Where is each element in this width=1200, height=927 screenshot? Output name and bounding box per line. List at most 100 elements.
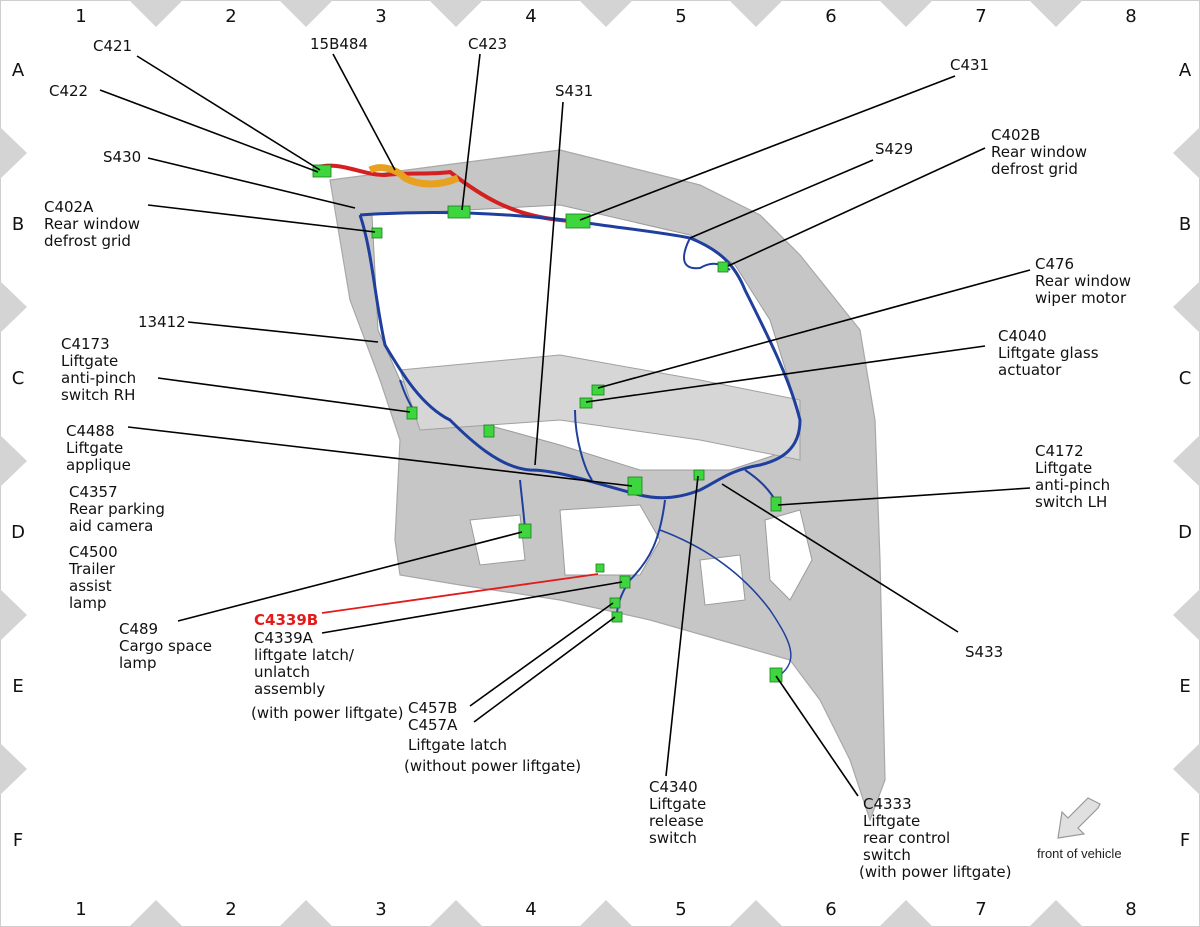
wire-harness (314, 163, 802, 676)
front-of-vehicle-label: front of vehicle (1037, 846, 1122, 861)
connector-c489 (518, 523, 532, 539)
connector-boot (368, 164, 460, 188)
grid-marker (0, 435, 27, 487)
grid-column-label: 7 (975, 899, 986, 920)
connector-c457a (611, 611, 623, 623)
connector-c4173 (406, 406, 418, 420)
grid-row-label: F (1180, 830, 1190, 851)
label-s433: S433 (965, 643, 1003, 661)
connector-c457b (609, 597, 621, 609)
grid-row-label: C (1179, 368, 1192, 389)
grid-column-label: 7 (975, 6, 986, 27)
grid-marker (729, 0, 783, 27)
label-c4339b: C4339B (254, 611, 318, 629)
label-s429: S429 (875, 140, 913, 158)
grid-marker (0, 127, 27, 179)
grid-row-label: F (13, 830, 23, 851)
connector-c4172 (770, 496, 782, 512)
grid-row-label: B (12, 214, 24, 235)
label-c4488: C4488 Liftgate applique (66, 422, 131, 474)
label-c489: C489 Cargo space lamp (119, 620, 217, 672)
grid-column-label: 8 (1125, 6, 1136, 27)
front-of-vehicle-indicator: front of vehicle (1037, 797, 1122, 861)
label-c431: C431 (950, 56, 989, 74)
arrow-icon (1057, 797, 1101, 839)
label-s430: S430 (103, 148, 141, 166)
label-c4339a: C4339A liftgate latch/ unlatch assembly … (251, 629, 403, 722)
grid-row-label: C (12, 368, 25, 389)
grid-marker (1173, 589, 1200, 641)
connector-c423 (447, 205, 471, 219)
grid-marker (129, 0, 183, 27)
grid-marker (579, 900, 633, 927)
highlight-leader (321, 573, 599, 614)
label-c4340: C4340 Liftgate release switch (649, 778, 711, 847)
grid-column-label: 2 (225, 899, 236, 920)
label-c4172: C4172 Liftgate anti-pinch switch LH (1035, 442, 1115, 511)
connector-c402a (371, 227, 383, 239)
grid-marker (0, 589, 27, 641)
label-c423: C423 (468, 35, 507, 53)
connector-c4339b (595, 563, 605, 573)
callout-labels: C421 15B484 C423 S431 C431 C422 S430 C40… (44, 35, 1136, 881)
grid-column-label: 2 (225, 6, 236, 27)
grid-marker (1173, 127, 1200, 179)
grid-marker (0, 281, 27, 333)
grid-marker (879, 900, 933, 927)
label-c422: C422 (49, 82, 88, 100)
grid-marker (429, 0, 483, 27)
grid-row-label: D (1178, 522, 1192, 543)
grid-row-label: E (1179, 676, 1190, 697)
grid-column-label: 5 (675, 6, 686, 27)
grid-marker (729, 900, 783, 927)
grid-marker (279, 0, 333, 27)
leader-lines (99, 53, 1031, 797)
grid-column-label: 4 (525, 6, 536, 27)
label-s431: S431 (555, 82, 593, 100)
connector-c431 (565, 213, 591, 229)
label-c4173: C4173 Liftgate anti-pinch switch RH (61, 335, 141, 404)
grid-marker (1173, 743, 1200, 795)
grid-marker (129, 900, 183, 927)
connectors (312, 164, 783, 683)
grid-column-label: 3 (375, 899, 386, 920)
label-c402a: C402A Rear window defrost grid (44, 198, 145, 250)
label-c4040: C4040 Liftgate glass actuator (998, 327, 1103, 379)
grid-column-label: 5 (675, 899, 686, 920)
grid-column-label: 4 (525, 899, 536, 920)
label-c4500: C4500 Trailer assist lamp (68, 543, 122, 612)
grid-column-label: 1 (75, 899, 86, 920)
label-15b484: 15B484 (310, 35, 368, 53)
connector-c476 (591, 384, 605, 396)
grid-marker (1029, 0, 1083, 27)
connector-c4340 (693, 469, 705, 481)
grid-column-label: 6 (825, 899, 836, 920)
main-harness (358, 210, 802, 500)
grid-marker (579, 0, 633, 27)
grid-marker (879, 0, 933, 27)
label-c4357: C4357 Rear parking aid camera (69, 483, 170, 535)
grid-marker (279, 900, 333, 927)
grid-row-label: B (1179, 214, 1191, 235)
power-harness (314, 163, 581, 224)
grid-marker (429, 900, 483, 927)
grid-row-label: D (11, 522, 25, 543)
label-c421: C421 (93, 37, 132, 55)
connector-c4040 (579, 397, 593, 409)
grid-marker (0, 743, 27, 795)
grid-row-label: E (12, 676, 23, 697)
grid-marker (1029, 900, 1083, 927)
grid-column-label: 8 (1125, 899, 1136, 920)
connector-c4488-a (483, 424, 495, 438)
grid-column-label: 3 (375, 6, 386, 27)
label-c457: C457B C457A Liftgate latch (without powe… (404, 699, 581, 775)
connector-c402b (717, 261, 729, 273)
label-c476: C476 Rear window wiper motor (1035, 255, 1136, 307)
label-c402b: C402B Rear window defrost grid (991, 126, 1092, 178)
grid-marker (1173, 281, 1200, 333)
grid-column-label: 1 (75, 6, 86, 27)
label-c4333: C4333 Liftgate rear control switch (with… (859, 795, 1011, 881)
